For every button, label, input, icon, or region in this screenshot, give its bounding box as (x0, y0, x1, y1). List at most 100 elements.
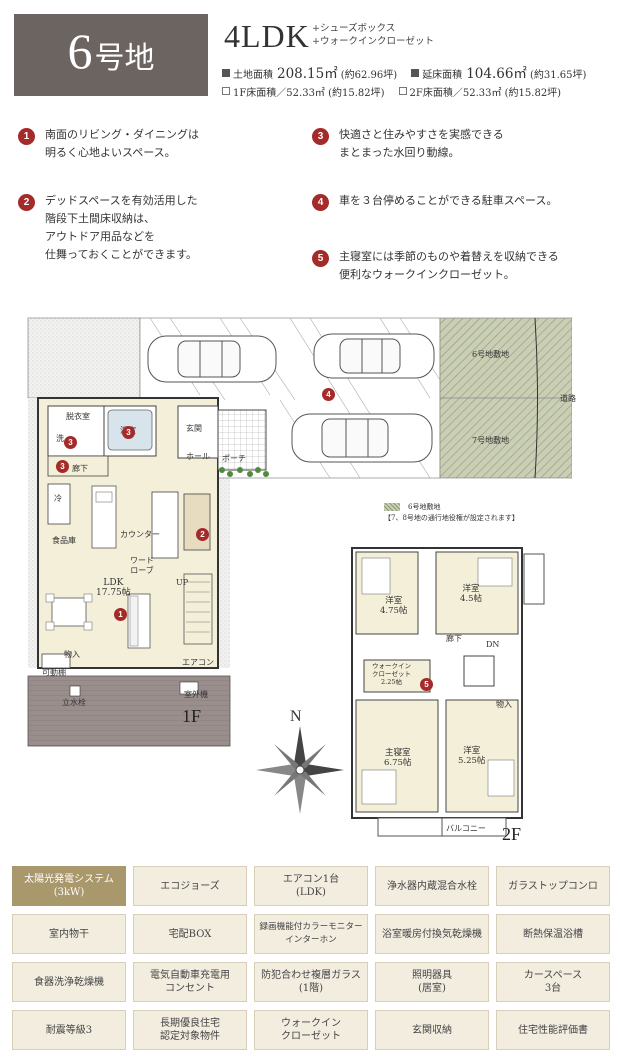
room-2f-hall: 廊下 (446, 634, 462, 643)
outdoor-faucet: 立水栓 (62, 698, 86, 707)
equipment-item: 耐震等級3 (12, 1010, 126, 1050)
north-label: N (290, 708, 302, 725)
feature-number: 2 (18, 194, 35, 211)
room-entrance: 玄関 (186, 424, 202, 433)
equipment-item: 浴室暖房付換気乾燥機 (375, 914, 489, 954)
room-laundry: 洗 (56, 434, 64, 443)
lot6-label: 6号地敷地 (472, 350, 510, 359)
marker-1: 1 (114, 608, 127, 621)
equipment-item: 食器洗浄乾燥機 (12, 962, 126, 1002)
marker-4: 4 (322, 388, 335, 401)
feature-text: 快適さと住みやすさを実感できる まとまった水回り動線。 (339, 128, 504, 159)
equipment-item: 室内物干 (12, 914, 126, 954)
room-ldk: LDK 17.75帖 (96, 578, 131, 598)
stairs-up: UP (176, 578, 189, 587)
equipment-item: 宅配BOX (133, 914, 247, 954)
room-hall: 廊下 (72, 464, 88, 473)
feature-text: デッドスペースを有効活用した 階段下土間床収納は、 アウトドア用品などを 仕舞っ… (45, 194, 198, 261)
equipment-item: ガラストップコンロ (496, 866, 610, 906)
layout-note: +ウォークインクローゼット (312, 36, 434, 47)
equipment-item: 長期優良住宅 認定対象物件 (133, 1010, 247, 1050)
feature-text: 車を３台停めることができる駐車スペース。 (339, 194, 558, 207)
floor-area-value: 104.66㎡ (466, 66, 527, 82)
equipment-item: 住宅性能評価書 (496, 1010, 610, 1050)
lot-number-box: 6 号地 (14, 14, 208, 96)
room-fridge: 冷 (54, 494, 62, 503)
floor1-area: 1F床面積／52.33㎡ (約15.82坪) (233, 88, 385, 99)
room-dressing: 脱衣室 (66, 412, 90, 421)
equipment-item: ウォークイン クローゼット (254, 1010, 368, 1050)
layout-notes: +シューズボックス +ウォークインクローゼット (312, 22, 434, 48)
equipment-item: エコジョーズ (133, 866, 247, 906)
feature-number: 5 (312, 250, 329, 267)
feature-number: 3 (312, 128, 329, 145)
marker-3: 3 (56, 460, 69, 473)
car-icon (147, 335, 277, 383)
feature-4: 4 車を３台停めることができる駐車スペース。 (312, 192, 557, 211)
gravel-yard (27, 317, 141, 399)
land-area-label: 土地面積 (233, 70, 273, 81)
room-pantry: 食品庫 (52, 536, 76, 545)
spec-marker (222, 69, 230, 77)
room-wic: ウォークイン クローゼット 2.25帖 (372, 662, 411, 686)
site-plan-graphic (27, 317, 573, 837)
lot-number: 6 (67, 23, 93, 79)
floor-label-1f: 1F (182, 706, 202, 726)
marker-3: 3 (122, 426, 135, 439)
room-porch: ポーチ (222, 454, 246, 463)
equipment-item: 録画機能付カラーモニター インターホン (254, 914, 368, 954)
lot-suffix: 号地 (94, 41, 155, 76)
outdoor-unit: 室外機 (184, 690, 208, 699)
lot7-label: 7号地敷地 (472, 436, 510, 445)
layout-note: +シューズボックス (312, 23, 396, 34)
room-wardrobe: ワード ローブ (130, 556, 154, 575)
floor2-area: 2F床面積／52.33㎡ (約15.82坪) (409, 88, 562, 99)
spec-row-floors: 1F床面積／52.33㎡ (約15.82坪) 2F床面積／52.33㎡ (約15… (222, 84, 561, 99)
legend-note: 【7、8号地の通行地役権が設定されます】 (384, 514, 519, 522)
equipment-grid: 太陽光発電システム (3kW) エコジョーズ エアコン1台 (LDK) 浄水器内… (12, 866, 612, 1050)
balcony: バルコニー (446, 824, 486, 833)
feature-5: 5 主寝室には季節のものや着替えを収納できる 便利なウォークインクローゼット。 (312, 248, 559, 284)
equipment-item: 浄水器内蔵混合水栓 (375, 866, 489, 906)
equipment-item: 玄関収納 (375, 1010, 489, 1050)
floor-label-2f: 2F (502, 824, 522, 844)
room-east: 洋室 5.25帖 (458, 746, 486, 766)
road-label: 道路 (560, 394, 576, 403)
equipment-item: 太陽光発電システム (3kW) (12, 866, 126, 906)
marker-2: 2 (196, 528, 209, 541)
room-west: 洋室 4.75帖 (380, 596, 408, 616)
equipment-item: エアコン1台 (LDK) (254, 866, 368, 906)
room-counter: カウンター (120, 530, 160, 539)
air-conditioner: エアコン (182, 658, 214, 667)
room-entry-hall: ホール (186, 452, 210, 461)
legend-text: 6号地敷地 (408, 503, 441, 511)
equipment-item: 電気自動車充電用 コンセント (133, 962, 247, 1002)
feature-1: 1 南面のリビング・ダイニングは 明るく心地よいスペース。 (18, 126, 199, 162)
equipment-item: 防犯合わせ複層ガラス (1階) (254, 962, 368, 1002)
marker-5: 5 (420, 678, 433, 691)
equipment-item: 照明器具 (居室) (375, 962, 489, 1002)
room-storage: 物入 (64, 650, 80, 659)
land-area-tsubo: (約62.96坪) (340, 70, 398, 81)
spec-marker (411, 69, 420, 77)
legend-swatch (384, 503, 400, 511)
feature-number: 4 (312, 194, 329, 211)
legend: 6号地敷地 【7、8号地の通行地役権が設定されます】 (384, 502, 519, 524)
feature-3: 3 快適さと住みやすさを実感できる まとまった水回り動線。 (312, 126, 504, 162)
spec-marker (222, 87, 230, 95)
feature-text: 南面のリビング・ダイニングは 明るく心地よいスペース。 (45, 128, 199, 159)
floor-area-label: 延床面積 (422, 70, 463, 81)
floor-area-tsubo: (約31.65坪) (529, 70, 587, 81)
equipment-item: カースペース 3台 (496, 962, 610, 1002)
feature-text: 主寝室には季節のものや着替えを収納できる 便利なウォークインクローゼット。 (339, 250, 559, 281)
spec-marker (398, 87, 407, 95)
marker-3: 3 (64, 436, 77, 449)
equipment-item: 断熱保温浴槽 (496, 914, 610, 954)
movable-shelf: 可動棚 (42, 668, 66, 677)
room-master: 主寝室 6.75帖 (384, 748, 412, 768)
car-icon (313, 333, 435, 379)
room-north: 洋室 4.5帖 (460, 584, 483, 604)
land-area-value: 208.15㎡ (277, 66, 338, 82)
car-icon (291, 413, 433, 463)
room-2f-storage: 物入 (496, 700, 512, 709)
